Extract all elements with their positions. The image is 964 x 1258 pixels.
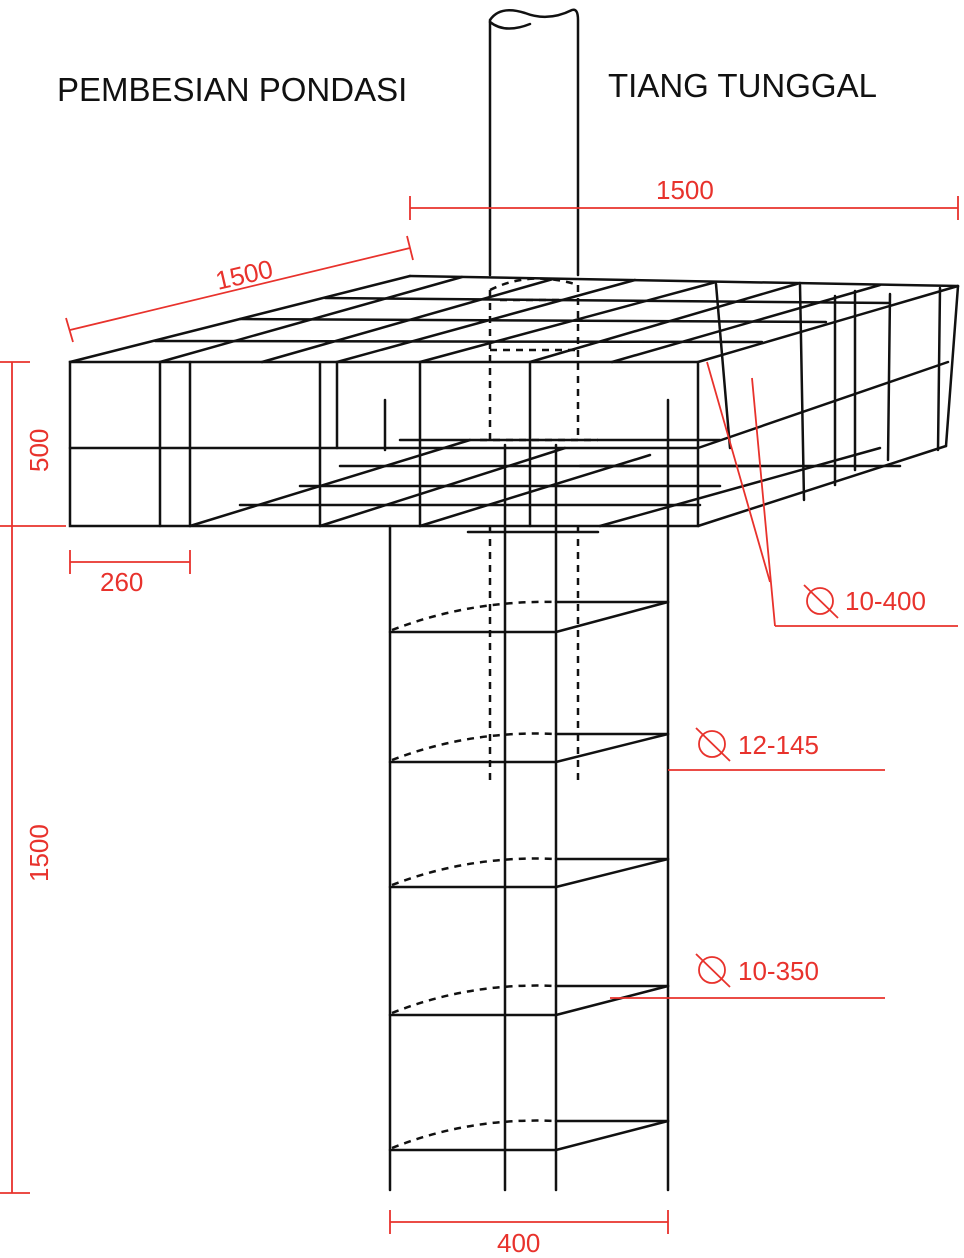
callout-column-main-rebar-label: 12-145 (738, 730, 819, 760)
upper-column (488, 8, 580, 277)
stirrup-3 (388, 857, 670, 889)
dim-depth-label: 1500 (213, 254, 276, 296)
callout-column-main-rebar: 12-145 (668, 727, 885, 771)
stirrup-4 (388, 984, 670, 1017)
dim-top-width-label: 1500 (656, 175, 714, 205)
callout-slab-rebar-label: 10-400 (845, 586, 926, 616)
callout-column-stirrup: 10-350 (610, 953, 885, 999)
dim-spacing: 260 (69, 550, 191, 597)
dim-top-width: 1500 (409, 175, 959, 220)
diameter-icon (803, 584, 839, 619)
title-right: TIANG TUNGGAL (608, 67, 877, 104)
dim-spacing-label: 260 (100, 567, 143, 597)
stirrup-2 (388, 732, 670, 764)
dim-column-width-label: 400 (497, 1228, 540, 1258)
stirrup-1 (388, 600, 670, 634)
diameter-icon (695, 953, 731, 988)
title-left: PEMBESIAN PONDASI (57, 71, 407, 108)
diameter-icon (695, 727, 731, 762)
stirrup-5 (388, 1119, 670, 1152)
slab-rebar-cage (68, 274, 960, 534)
dim-slab-height-label: 500 (24, 429, 54, 472)
dim-slab-height: 500 (0, 361, 66, 527)
callout-column-stirrup-label: 10-350 (738, 956, 819, 986)
column-rebar-cage (388, 524, 670, 1192)
callout-slab-rebar: 10-400 (706, 361, 958, 627)
dim-column-height: 1500 (0, 526, 54, 1194)
dim-column-height-label: 1500 (24, 824, 54, 882)
dimension-lines: 1500 1500 500 260 1500 (0, 175, 959, 1258)
dim-column-width: 400 (389, 1210, 669, 1258)
